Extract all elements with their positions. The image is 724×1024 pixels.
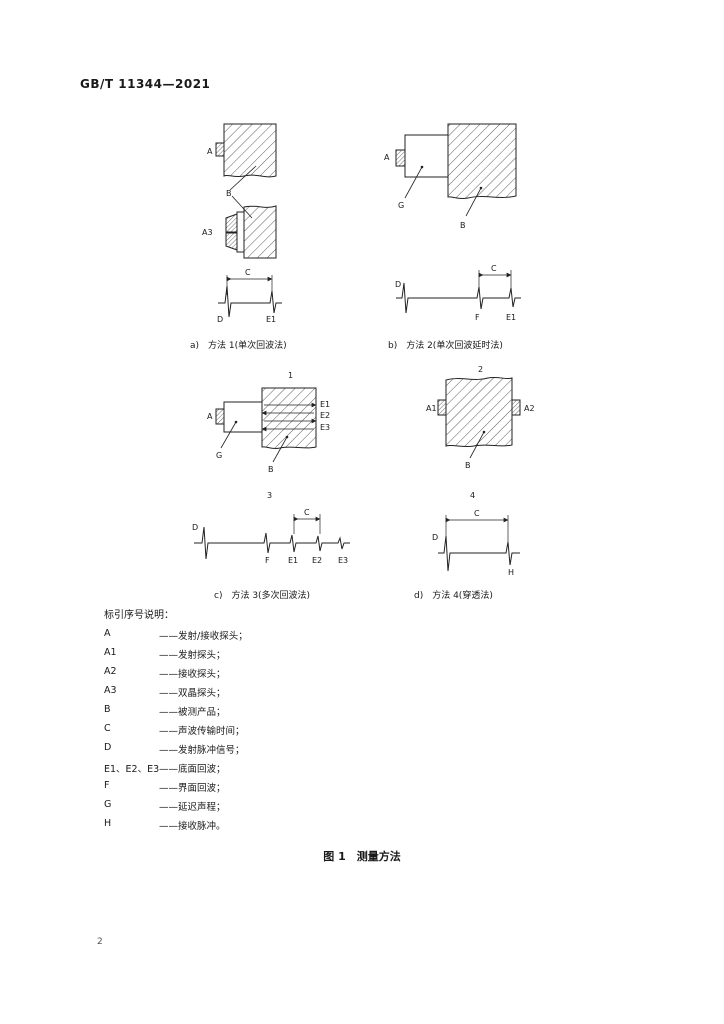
test-part [261, 387, 317, 450]
legend-key: H [104, 818, 112, 829]
label-e1: E1 [506, 313, 516, 322]
label-f: F [475, 313, 480, 322]
probe-a [215, 142, 225, 157]
legend-key: F [104, 780, 110, 791]
label-a: A [384, 153, 390, 162]
legend-title: 标引序号说明： [104, 610, 174, 621]
label-3: 3 [267, 491, 272, 500]
legend-key: G [104, 799, 112, 810]
dual-probe-body [236, 211, 245, 253]
caption-method-3: c) 方法 3(多次回波法) [214, 589, 310, 601]
legend-desc: ——界面回波； [159, 783, 226, 794]
label-e3: E3 [320, 423, 330, 432]
label-f: F [265, 556, 270, 565]
leader-b [229, 165, 257, 191]
label-d: D [192, 523, 198, 532]
label-e1-wave: E1 [288, 556, 298, 565]
legend-key: B [104, 704, 111, 715]
label-d: D [217, 315, 223, 324]
legend-key: A2 [104, 666, 117, 677]
dual-probe-element-1 [225, 213, 238, 233]
legend-desc: ——延迟声程； [159, 802, 226, 813]
label-d: D [432, 533, 438, 542]
label-a: A [207, 147, 213, 156]
test-part [445, 376, 513, 448]
label-2: 2 [478, 365, 483, 374]
standard-code: GB/T 11344—2021 [80, 77, 211, 91]
legend-desc: ——接收脉冲。 [159, 821, 226, 832]
label-b: B [460, 221, 466, 230]
page-number: 2 [97, 937, 103, 947]
label-h: H [508, 568, 514, 577]
delay-line [223, 401, 263, 433]
legend-desc: ——双晶探头； [159, 688, 226, 699]
probe-a1 [437, 399, 447, 416]
label-g: G [398, 201, 404, 210]
method-4-diagram: 2 A1 A2 B 4 C D H d) 方法 4(穿透法) [414, 365, 535, 601]
legend-desc: ——声波传输时间； [159, 726, 245, 737]
label-g: G [216, 451, 222, 460]
legend-key: A [104, 628, 111, 639]
caption-method-4: d) 方法 4(穿透法) [414, 589, 493, 601]
label-e2-wave: E2 [312, 556, 322, 565]
dual-probe-element-2 [225, 232, 238, 251]
method-1-diagram: A B A3 C D E1 a) 方法 1(单次回波法) [190, 123, 287, 351]
probe-a [395, 149, 406, 167]
legend-desc: ——底面回波； [159, 764, 226, 775]
label-4: 4 [470, 491, 475, 500]
label-e2: E2 [320, 411, 330, 420]
legend-desc: ——发射探头； [159, 650, 226, 661]
label-a3: A3 [202, 228, 213, 237]
test-part-upper [223, 123, 277, 178]
label-b: B [268, 465, 274, 474]
legend-desc: ——发射/接收探头； [159, 631, 248, 642]
test-part-lower [243, 205, 277, 259]
label-c: C [245, 268, 251, 277]
label-a2: A2 [524, 404, 535, 413]
legend-key: E1、E2、E3 [104, 764, 160, 775]
label-d: D [395, 280, 401, 289]
delay-line [404, 134, 449, 178]
test-part [447, 123, 517, 200]
legend-desc: ——被测产品； [159, 707, 226, 718]
legend-key: C [104, 723, 111, 734]
probe-a [215, 408, 225, 425]
label-b: B [465, 461, 471, 470]
legend-key: A3 [104, 685, 117, 696]
waveform-method-1 [218, 285, 282, 318]
caption-method-1: a) 方法 1(单次回波法) [190, 339, 287, 351]
legend-desc: ——发射脉冲信号； [159, 745, 245, 756]
waveform-method-2 [396, 282, 521, 314]
caption-method-2: b) 方法 2(单次回波延时法) [388, 339, 503, 351]
waveform-method-3 [194, 526, 350, 560]
label-1: 1 [288, 371, 293, 380]
legend-key: A1 [104, 647, 117, 658]
label-c: C [474, 509, 480, 518]
probe-a2 [511, 399, 521, 416]
label-e1: E1 [320, 400, 330, 409]
legend-key: D [104, 742, 112, 753]
label-a1: A1 [426, 404, 437, 413]
label-b: B [226, 189, 232, 198]
legend-desc: ——接收探头； [159, 669, 226, 680]
waveform-method-4 [438, 535, 520, 572]
method-3-diagram: 1 A E1 E2 E3 G B 3 C D F E1 E2 E3 c) 方法 … [192, 371, 350, 601]
figure-title: 图 1 测量方法 [323, 850, 401, 863]
label-c: C [491, 264, 497, 273]
label-e3-wave: E3 [338, 556, 348, 565]
label-e1: E1 [266, 315, 276, 324]
label-c: C [304, 508, 310, 517]
method-2-diagram: A G B C D F E1 b) 方法 2(单次回波延时法) [384, 123, 521, 351]
label-a: A [207, 412, 213, 421]
